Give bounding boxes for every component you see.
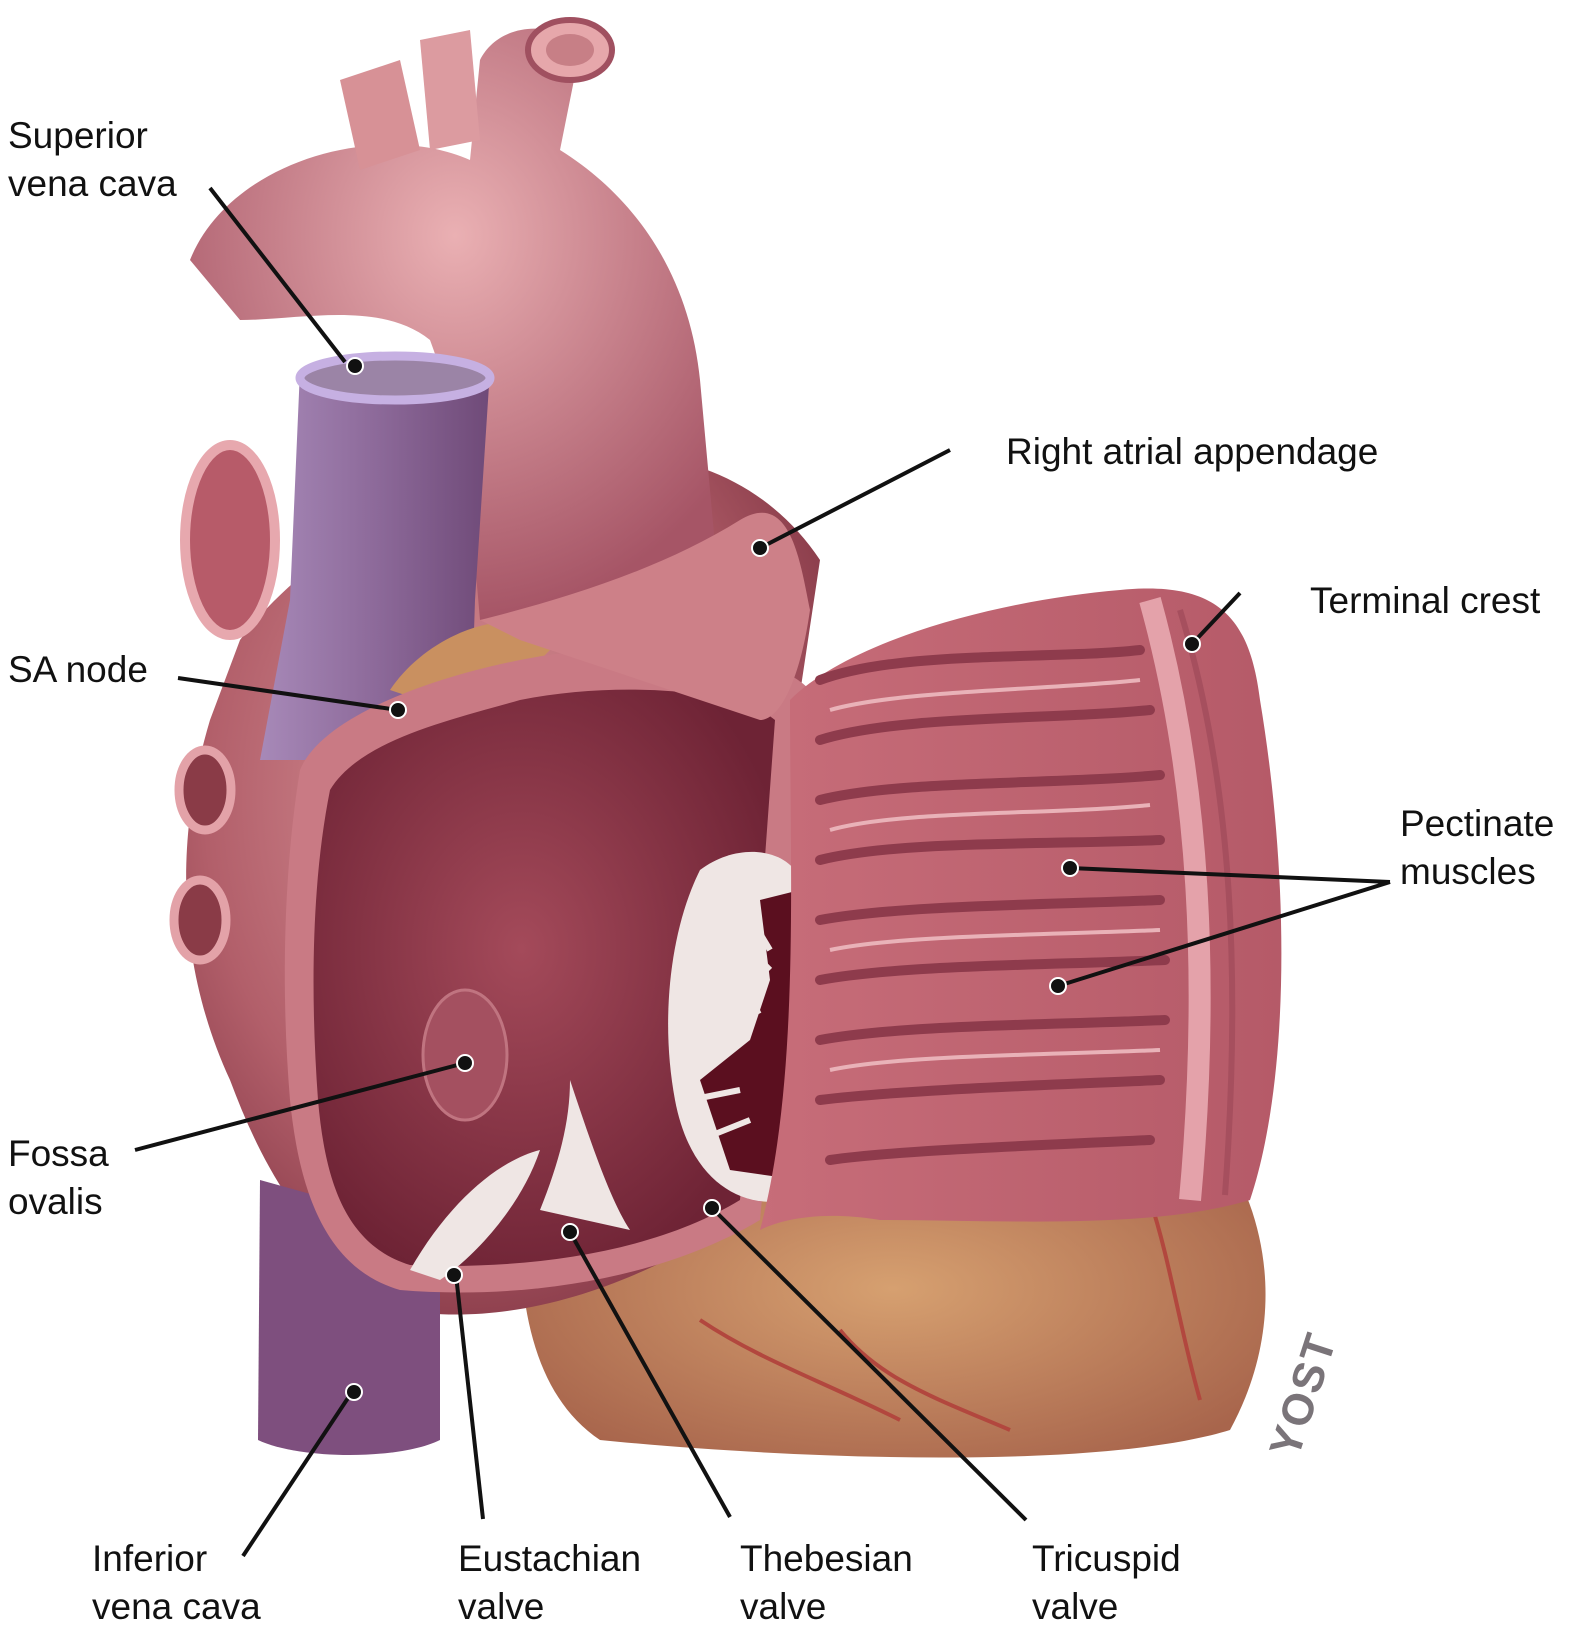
label-superior-vena-cava: Superior vena cava: [8, 115, 177, 204]
atrium-cavity: [313, 689, 775, 1266]
label-inferior-vena-cava: Inferior vena cava: [92, 1538, 261, 1627]
leader-dots: [345, 357, 1201, 1401]
label-fossa-ovalis: Fossa ovalis: [8, 1133, 109, 1222]
leader-lines: [134, 186, 1391, 1558]
label-pectinate-muscles: Pectinate muscles: [1400, 803, 1555, 892]
label-eustachian-valve: Eustachian valve: [458, 1538, 642, 1627]
label-thebesian-valve: Thebesian valve: [740, 1538, 913, 1627]
pectinate-ridges: [815, 645, 1170, 1165]
label-tricuspid-valve: Tricuspid valve: [1032, 1538, 1181, 1627]
label-terminal-crest: Terminal crest: [1310, 580, 1541, 621]
aorta: [190, 28, 720, 621]
label-sa-node: SA node: [8, 649, 148, 690]
label-right-atrial-appendage: Right atrial appendage: [1006, 431, 1379, 472]
right-atrial-appendage-shape: [480, 512, 810, 720]
